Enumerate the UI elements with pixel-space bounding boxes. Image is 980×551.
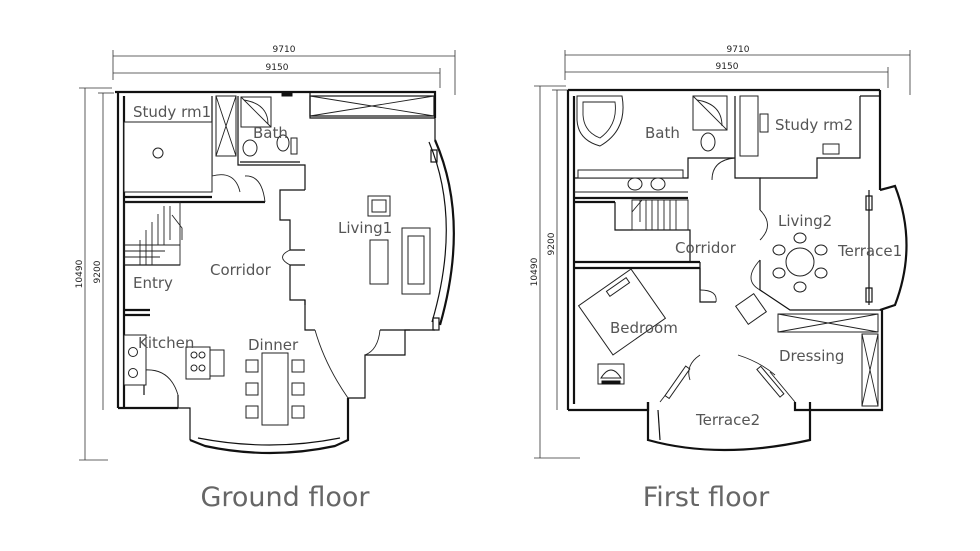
first-terrace1-label: Terrace1 (837, 242, 902, 260)
ground-floor-caption: Ground floor (200, 482, 370, 513)
ground-outer-width-dimension: 9710 (273, 45, 296, 55)
ground-floor-plan: 9710 9150 10490 9200 (75, 45, 456, 513)
first-outer-height-dimension: 10490 (530, 257, 540, 286)
ground-outer-height-dimension: 10490 (75, 259, 85, 288)
first-floor-plan: 9710 9150 10490 9200 (530, 45, 911, 513)
ground-stairs (123, 201, 183, 266)
ground-inner-height-dimension: 9200 (93, 260, 103, 283)
first-bath-label: Bath (645, 124, 680, 142)
first-study-label: Study rm2 (775, 116, 853, 134)
first-corridor-label: Corridor (675, 239, 737, 257)
ground-entry-label: Entry (133, 274, 173, 292)
first-bedroom-label: Bedroom (610, 319, 678, 337)
first-floor-dimension-lines (534, 50, 911, 459)
ground-dinner-label: Dinner (248, 336, 299, 354)
kitchen-fixtures (123, 334, 225, 386)
living-room-2-dining-set (734, 232, 828, 326)
ground-inner-width-dimension: 9150 (266, 63, 289, 73)
first-terrace2-label: Terrace2 (695, 411, 760, 429)
first-floor-walls (566, 88, 908, 452)
dressing-closets (777, 313, 879, 407)
dining-table (245, 352, 305, 426)
ground-bath-fixtures (240, 91, 298, 157)
ground-corridor-label: Corridor (210, 261, 272, 279)
ground-study-label: Study rm1 (133, 103, 211, 121)
first-stairs (631, 199, 689, 231)
ground-living-label: Living1 (338, 219, 392, 237)
first-inner-width-dimension: 9150 (716, 62, 739, 72)
first-bath-fixtures (574, 95, 728, 193)
first-floor-interior-walls (574, 95, 880, 311)
bedroom-furniture (577, 268, 667, 385)
first-floor-caption: First floor (643, 482, 770, 513)
ground-kitchen-label: Kitchen (138, 334, 194, 352)
first-living-label: Living2 (778, 212, 832, 230)
first-dressing-label: Dressing (779, 347, 844, 365)
living-room-1-furniture (367, 195, 431, 295)
ground-floor-interior-walls (124, 96, 410, 395)
study-room-1-furniture (123, 95, 237, 193)
ground-floor-dimension-lines (79, 50, 456, 461)
ground-doors (143, 149, 440, 399)
first-inner-height-dimension: 9200 (547, 232, 557, 255)
ground-bath-label: Bath (253, 124, 288, 142)
study-room-2-furniture (739, 95, 840, 157)
first-outer-width-dimension: 9710 (727, 45, 750, 55)
first-doors (659, 157, 873, 403)
